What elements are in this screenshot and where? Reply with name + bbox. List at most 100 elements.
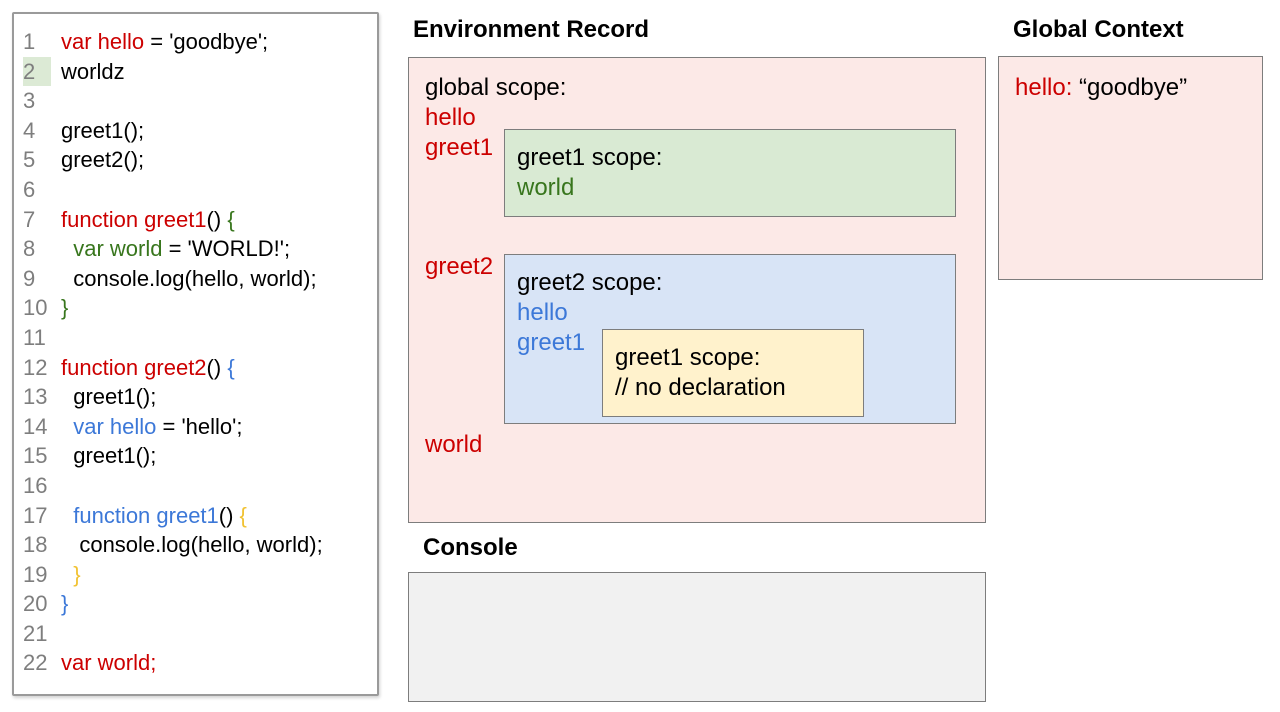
line-number: 8 bbox=[23, 236, 36, 262]
code-token: var world; bbox=[61, 650, 157, 676]
code-line-content: var hello = 'goodbye'; bbox=[61, 27, 377, 57]
line-number: 14 bbox=[23, 413, 48, 439]
code-line-content: greet1(); bbox=[61, 441, 377, 471]
code-line: 11 bbox=[23, 323, 377, 353]
line-number: 17 bbox=[23, 502, 48, 528]
greet2-scope-box: greet2 scope: hello greet1 greet1 scope:… bbox=[504, 254, 956, 424]
code-token: () bbox=[218, 502, 240, 528]
code-line-content: var world = 'WORLD!'; bbox=[61, 234, 377, 264]
code-token: = 'hello'; bbox=[156, 413, 243, 439]
line-number: 13 bbox=[23, 384, 48, 410]
code-token: { bbox=[227, 206, 235, 232]
code-line: 13 greet1(); bbox=[23, 382, 377, 412]
code-token: () bbox=[206, 206, 228, 232]
code-token: greet1(); bbox=[61, 443, 157, 469]
code-token: greet2(); bbox=[61, 147, 145, 173]
environment-record-box: global scope: hello greet1 greet2 world … bbox=[408, 57, 986, 523]
line-number: 20 bbox=[23, 591, 48, 617]
code-line-content: greet2(); bbox=[61, 145, 377, 175]
global-var-world: world bbox=[425, 431, 483, 458]
code-line-content: greet1(); bbox=[61, 116, 377, 146]
code-token: { bbox=[227, 354, 235, 380]
greet2-scope-var-hello: hello bbox=[517, 299, 568, 326]
code-line-content: var hello = 'hello'; bbox=[61, 412, 377, 442]
greet1-scope-var-world: world bbox=[517, 174, 575, 201]
code-line-content: } bbox=[61, 293, 377, 323]
code-line-content bbox=[61, 175, 377, 205]
line-number: 9 bbox=[23, 265, 36, 291]
greet2-scope-var-greet1: greet1 bbox=[517, 329, 586, 356]
code-token: function greet1 bbox=[61, 206, 207, 232]
code-line-content: var world; bbox=[61, 648, 377, 678]
line-number: 12 bbox=[23, 354, 48, 380]
code-line: 2 worldz bbox=[23, 56, 377, 87]
code-line: 9 console.log(hello, world); bbox=[23, 264, 377, 294]
code-token bbox=[61, 236, 73, 261]
code-line-content: console.log(hello, world); bbox=[61, 530, 377, 560]
code-token: console.log(hello, world); bbox=[61, 265, 317, 291]
line-number: 21 bbox=[23, 620, 48, 646]
line-number: 19 bbox=[23, 561, 48, 587]
code-line: 7 function greet1() { bbox=[23, 205, 377, 235]
code-token: = 'WORLD!'; bbox=[162, 236, 291, 262]
global-scope-label: global scope: bbox=[425, 74, 567, 101]
code-token: { bbox=[239, 502, 247, 528]
code-line-content bbox=[61, 471, 377, 501]
code-token: worldz bbox=[61, 58, 125, 84]
global-var-greet1: greet1 bbox=[425, 134, 494, 161]
code-line: 6 bbox=[23, 175, 377, 205]
code-line-content bbox=[61, 619, 377, 649]
code-line: 17 function greet1() { bbox=[23, 501, 377, 531]
code-token: () bbox=[206, 354, 228, 380]
global-context-entry-name: hello: bbox=[1015, 74, 1073, 101]
code-line: 19 } bbox=[23, 560, 377, 590]
code-line: 10} bbox=[23, 293, 377, 323]
line-number: 16 bbox=[23, 472, 48, 498]
code-token: greet1(); bbox=[61, 117, 145, 143]
code-token: } bbox=[61, 295, 69, 321]
greet1-scope-box: greet1 scope: world bbox=[504, 129, 956, 217]
line-number: 4 bbox=[23, 117, 36, 143]
code-token: var hello bbox=[61, 29, 145, 54]
code-line: 12 function greet2() { bbox=[23, 353, 377, 383]
line-number: 3 bbox=[23, 88, 36, 114]
code-token bbox=[61, 503, 73, 528]
line-number: 6 bbox=[23, 176, 36, 202]
line-number: 15 bbox=[23, 443, 48, 469]
code-token: console.log(hello, world); bbox=[61, 532, 323, 558]
code-line: 18 console.log(hello, world); bbox=[23, 530, 377, 560]
line-number-highlighted: 2 bbox=[23, 56, 51, 87]
code-token: } bbox=[61, 591, 69, 617]
environment-record-title: Environment Record bbox=[413, 16, 650, 43]
code-line: 20} bbox=[23, 589, 377, 619]
line-number: 18 bbox=[23, 532, 48, 558]
code-line-content: } bbox=[61, 589, 377, 619]
global-context-box: hello: “goodbye” bbox=[998, 56, 1263, 280]
global-var-greet2: greet2 bbox=[425, 253, 494, 280]
inner-greet1-scope-label: greet1 scope: bbox=[615, 344, 761, 371]
code-token bbox=[61, 562, 73, 587]
line-number: 10 bbox=[23, 295, 48, 321]
line-number: 22 bbox=[23, 650, 48, 676]
code-token bbox=[61, 414, 73, 439]
code-line: 22 var world; bbox=[23, 648, 377, 678]
greet1-scope-label: greet1 scope: bbox=[517, 144, 663, 171]
global-var-hello: hello bbox=[425, 104, 476, 131]
code-token: = 'goodbye'; bbox=[144, 29, 269, 54]
code-line-content: } bbox=[61, 560, 377, 590]
code-line: 4 greet1(); bbox=[23, 116, 377, 146]
code-token: function greet2 bbox=[61, 354, 207, 380]
console-title: Console bbox=[423, 534, 518, 561]
global-context-entry-value: “goodbye” bbox=[1079, 74, 1188, 101]
code-token: function greet1 bbox=[73, 502, 219, 528]
code-line: 3 bbox=[23, 86, 377, 116]
inner-greet1-scope-comment: // no declaration bbox=[615, 374, 786, 401]
code-line-content: function greet2() { bbox=[61, 353, 377, 383]
console-output-box bbox=[408, 572, 986, 702]
code-line: 21 bbox=[23, 619, 377, 649]
line-number: 7 bbox=[23, 206, 36, 232]
code-token: var hello bbox=[73, 413, 157, 439]
